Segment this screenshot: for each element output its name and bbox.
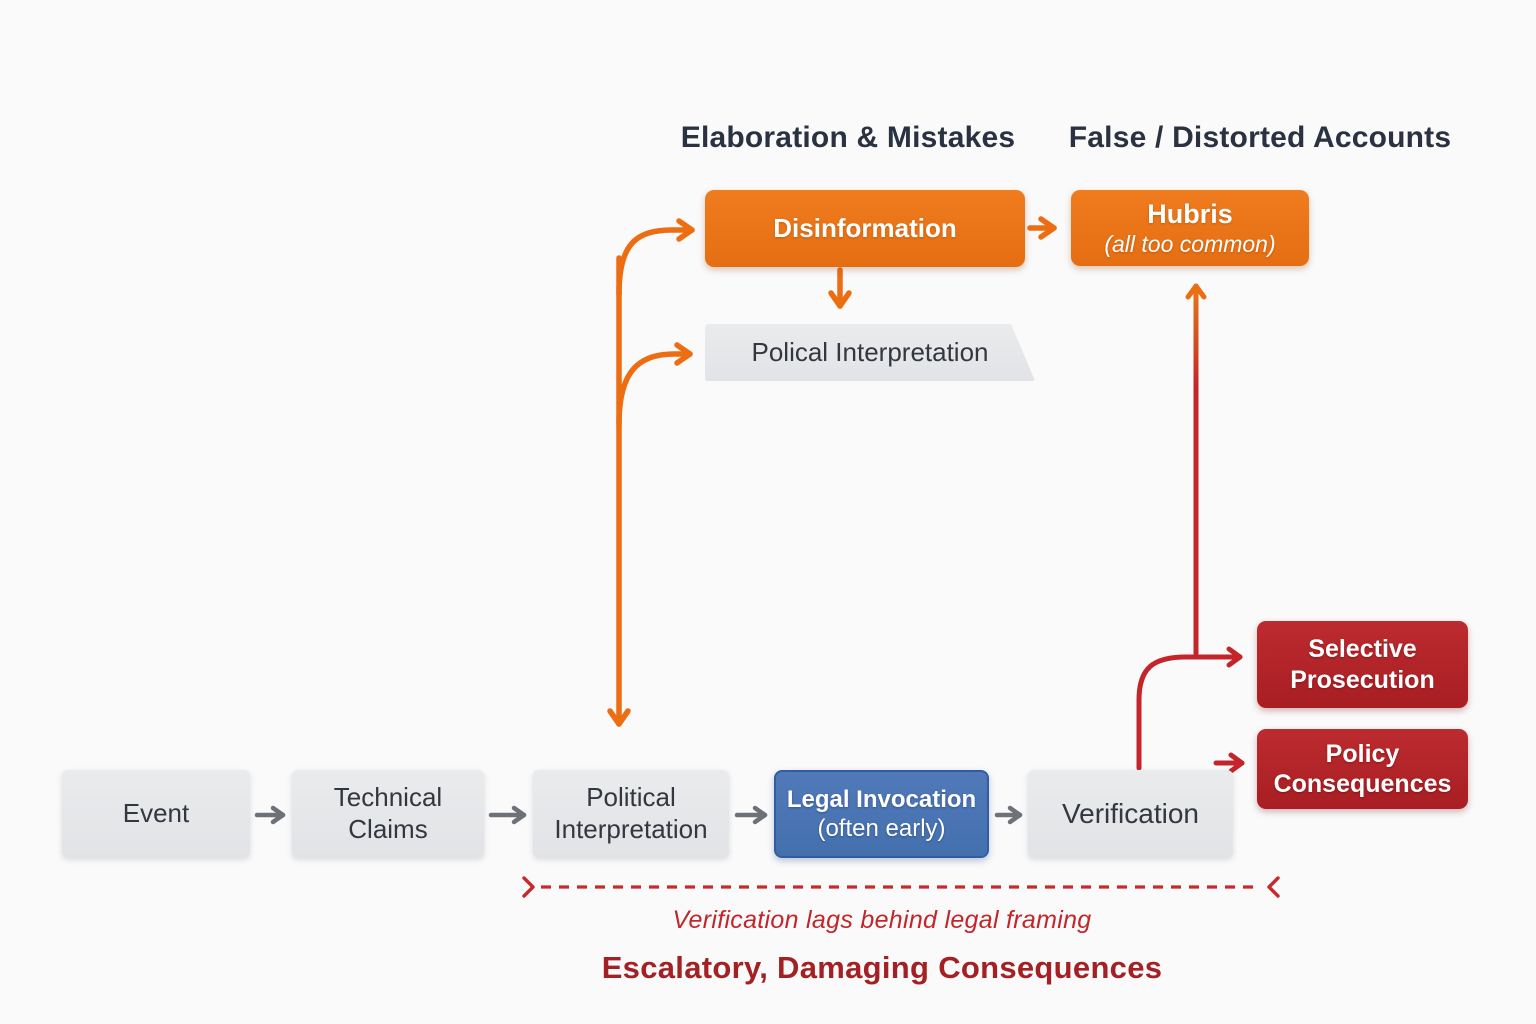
node-political-interpretation: Political Interpretation [533, 770, 729, 858]
node-disinformation: Disinformation [705, 190, 1025, 267]
dashed-span-left-chevron-icon [522, 876, 535, 898]
node-policy-consequences-label: Policy Consequences [1273, 739, 1452, 799]
node-technical-claims-label: Technical Claims [333, 782, 443, 844]
node-technical-claims: Technical Claims [292, 770, 484, 858]
node-legal-invocation-line2: (often early) [817, 815, 946, 842]
node-political-interpretation-label: Political Interpretation [554, 782, 708, 844]
arrow-verification-to-selective-prosecution [1136, 646, 1243, 771]
node-verification: Verification [1028, 770, 1233, 858]
dashed-span-right-chevron-icon [1267, 876, 1280, 898]
header-false-distorted-accounts: False / Distorted Accounts [1068, 121, 1452, 154]
node-hubris-subtitle: (all too common) [1104, 231, 1276, 258]
node-polical-interpretation: Polical Interpretation [705, 324, 1035, 381]
node-hubris-title: Hubris [1147, 198, 1233, 229]
node-event: Event [62, 770, 250, 858]
node-polical-interpretation-label: Polical Interpretation [751, 336, 989, 367]
node-hubris: Hubris (all too common) [1071, 190, 1309, 266]
node-legal-invocation-line1: Legal Invocation [786, 785, 977, 813]
node-selective-prosecution-label: Selective Prosecution [1290, 635, 1435, 694]
node-selective-prosecution: Selective Prosecution [1257, 621, 1468, 708]
node-verification-label: Verification [1062, 797, 1199, 829]
node-legal-invocation: Legal Invocation (often early) [774, 770, 989, 858]
header-elaboration-mistakes: Elaboration & Mistakes [680, 121, 1016, 154]
arrow-loop-to-polical-interpretation [616, 342, 693, 427]
node-disinformation-label: Disinformation [773, 212, 957, 243]
arrow-loop-to-disinformation [616, 218, 695, 297]
node-event-label: Event [122, 798, 190, 829]
node-policy-consequences: Policy Consequences [1257, 729, 1468, 809]
